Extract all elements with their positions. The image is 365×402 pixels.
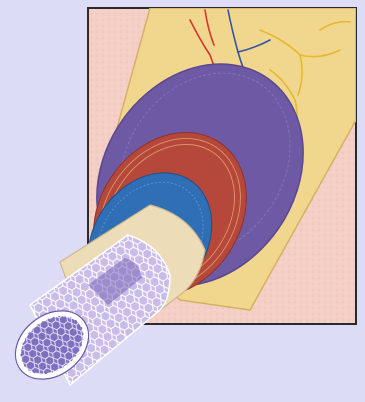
illustration-stage <box>0 0 365 402</box>
illustration-canvas <box>0 0 365 402</box>
